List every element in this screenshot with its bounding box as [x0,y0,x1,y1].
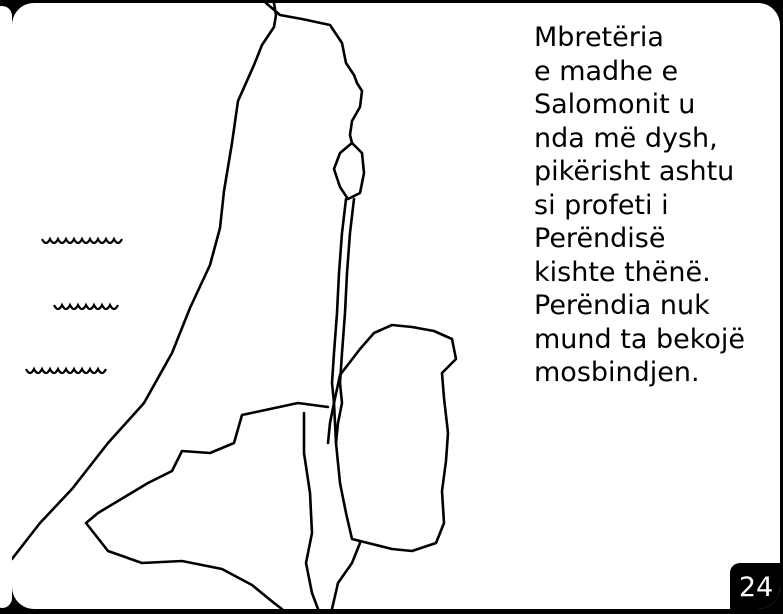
southern-border [106,549,284,609]
northern-border [264,3,364,145]
kingdom-border [84,401,330,553]
sea-wave-icon [53,302,119,311]
jordan-river-east [334,197,356,445]
sea-wave-icon [25,366,107,375]
jordan-river-west [326,197,348,445]
dead-sea [332,323,458,553]
page-panel: Mbretëria e madhe e Salomonit u nda më d… [12,3,780,609]
southern-valley [302,411,320,609]
map-illustration [12,3,458,609]
coastline [12,3,278,561]
page-number: 24 [730,563,780,609]
previous-page-edge [0,6,12,608]
sea-wave-icon [41,236,123,245]
sea-of-galilee [332,141,366,201]
story-text: Mbretëria e madhe e Salomonit u nda më d… [534,22,746,388]
southern-edge [330,541,362,609]
